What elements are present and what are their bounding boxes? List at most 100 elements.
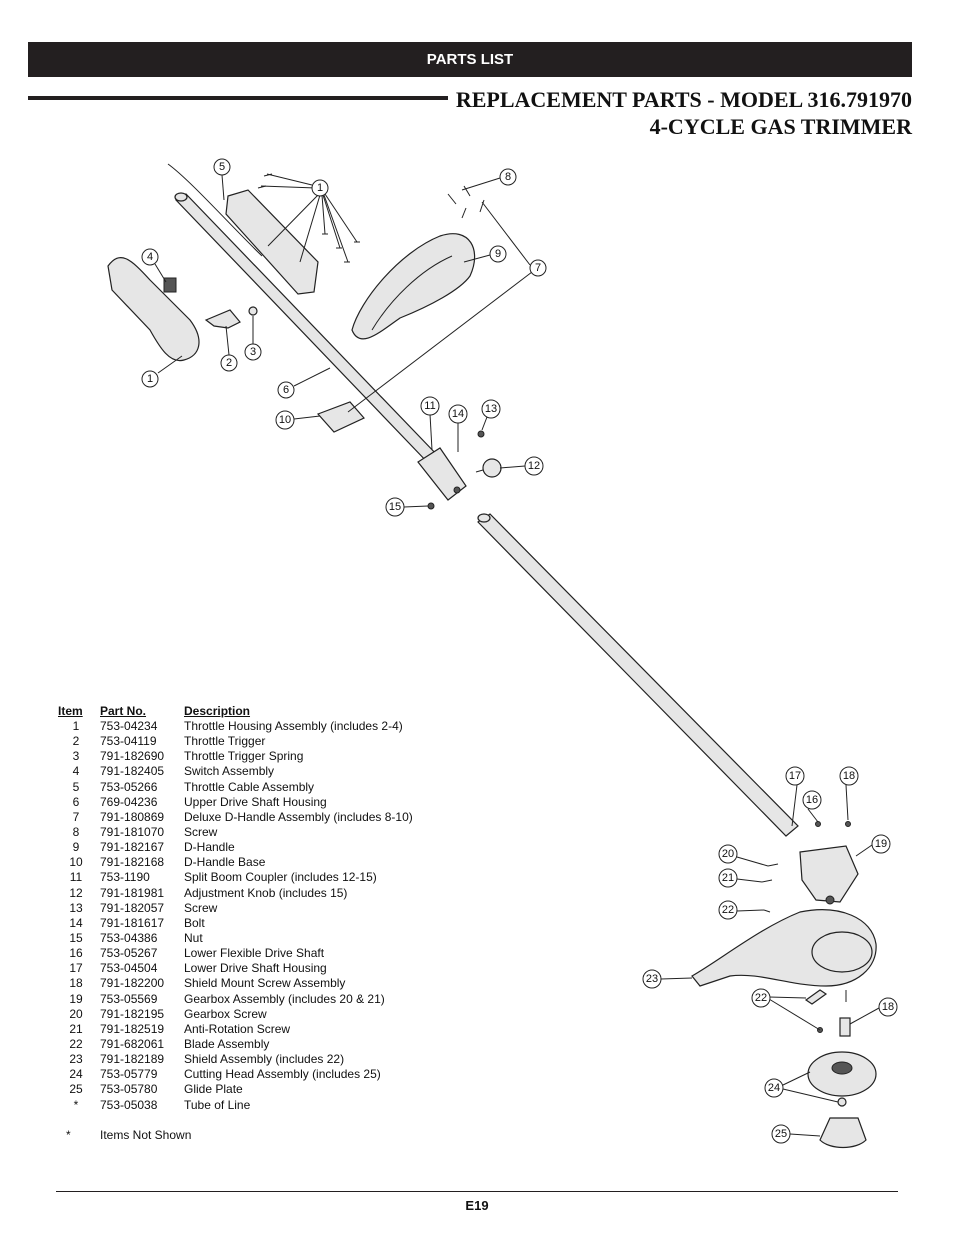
row-description: Throttle Housing Assembly (includes 2-4) (184, 719, 403, 734)
row-part-no: 753-05266 (100, 779, 158, 794)
svg-text:5: 5 (219, 161, 225, 173)
shield-assembly (691, 909, 877, 987)
row-part-no: 791-182168 (100, 855, 165, 870)
screw-13 (477, 430, 485, 438)
d-handle-base (316, 401, 365, 433)
svg-text:24: 24 (768, 1082, 780, 1094)
callout-15: 15 (385, 497, 405, 517)
table-row: 13 791-182057 Screw (58, 901, 413, 916)
svg-text:15: 15 (389, 501, 401, 513)
row-description: Split Boom Coupler (includes 12-15) (184, 870, 377, 885)
callout-18b: 18 (878, 997, 898, 1017)
callout-13: 13 (481, 399, 501, 419)
row-part-no: 753-04504 (100, 961, 158, 976)
row-description: D-Handle Base (184, 855, 266, 870)
svg-text:1: 1 (317, 182, 323, 194)
callout-6: 6 (277, 381, 295, 399)
row-part-no: 791-182189 (100, 1052, 165, 1067)
svg-text:21: 21 (722, 872, 734, 884)
row-description: Throttle Trigger Spring (184, 749, 304, 764)
callout-3: 3 (244, 343, 262, 361)
row-part-no: 791-682061 (100, 1037, 165, 1052)
row-description: Anti-Rotation Screw (184, 1021, 291, 1036)
svg-text:8: 8 (505, 171, 511, 183)
row-item: 20 (69, 1006, 83, 1021)
footnote: *Items Not Shown (66, 1128, 191, 1142)
svg-text:17: 17 (789, 770, 801, 782)
row-description: Lower Drive Shaft Housing (184, 961, 327, 976)
row-part-no: 791-181617 (100, 915, 165, 930)
nut-15 (427, 502, 435, 510)
throttle-trigger-spring (248, 306, 258, 316)
switch-assembly (163, 277, 177, 293)
callout-19: 19 (871, 834, 891, 854)
callout-21: 21 (718, 868, 738, 888)
callout-22a: 22 (718, 900, 738, 920)
row-part-no: 791-182057 (100, 900, 165, 915)
row-part-no: 791-182167 (100, 840, 165, 855)
row-description: Bolt (184, 915, 205, 930)
svg-text:19: 19 (875, 838, 887, 850)
row-description: Gearbox Assembly (includes 20 & 21) (184, 991, 385, 1006)
row-part-no: 791-182519 (100, 1021, 165, 1036)
callout-4: 4 (141, 248, 159, 266)
split-boom-coupler (417, 447, 467, 501)
svg-text:1: 1 (147, 373, 153, 385)
row-description: Shield Mount Screw Assembly (184, 976, 346, 991)
row-item: 25 (69, 1082, 83, 1097)
row-description: Screw (184, 825, 218, 840)
shield-nut (845, 821, 851, 827)
row-item: 5 (72, 779, 80, 794)
title-line-2: 4-CYCLE GAS TRIMMER (649, 114, 912, 139)
shield-mount-screw (839, 1017, 851, 1037)
callout-18a: 18 (839, 766, 859, 786)
gearbox-screw (767, 863, 779, 867)
svg-text:13: 13 (485, 403, 497, 415)
glide-plate (819, 1117, 867, 1149)
callout-20: 20 (718, 844, 738, 864)
row-item: 11 (69, 870, 83, 885)
svg-text:23: 23 (646, 973, 658, 985)
callout-2: 2 (220, 354, 238, 372)
row-item: * (73, 1097, 79, 1112)
svg-text:25: 25 (775, 1128, 787, 1140)
callout-25: 25 (771, 1124, 791, 1144)
callout-5: 5 (213, 158, 231, 176)
blade-assembly (804, 989, 828, 1005)
row-item: 19 (69, 991, 83, 1006)
row-description: Lower Flexible Drive Shaft (184, 946, 325, 961)
svg-text:18: 18 (843, 770, 855, 782)
throttle-cable (167, 163, 263, 257)
anti-rotation-screw (761, 879, 773, 883)
callout-1b: 1 (141, 370, 159, 388)
row-item: 13 (69, 900, 83, 915)
row-description: Screw (184, 900, 218, 915)
svg-text:18: 18 (882, 1001, 894, 1013)
row-description: Switch Assembly (184, 764, 275, 779)
callout-12: 12 (524, 456, 544, 476)
row-part-no: 769-04236 (100, 794, 158, 809)
row-description: Deluxe D-Handle Assembly (includes 8-10) (184, 809, 413, 824)
row-description: Adjustment Knob (includes 15) (184, 885, 348, 900)
svg-text:14: 14 (452, 408, 464, 420)
row-part-no: 753-05779 (100, 1067, 158, 1082)
gearbox-assembly (799, 845, 859, 905)
row-item: 9 (72, 840, 80, 855)
blade-screw (763, 909, 771, 913)
cutting-head-assembly (807, 1051, 877, 1097)
page-title: REPLACEMENT PARTS - MODEL 316.791970 4-C… (456, 86, 912, 140)
row-description: Tube of Line (184, 1097, 251, 1112)
